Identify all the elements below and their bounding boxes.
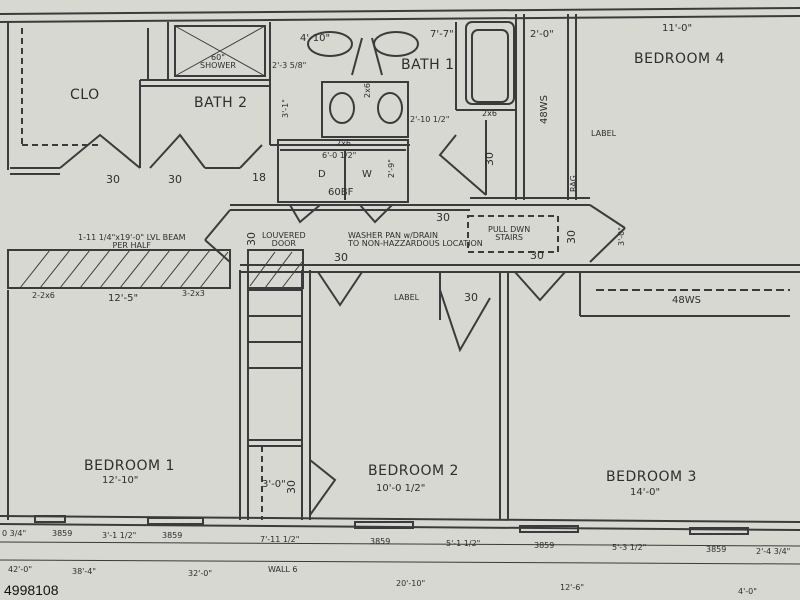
room-label-bath1: BATH 1: [401, 57, 455, 73]
dim-3-1: 3'-1": [281, 99, 290, 118]
dim-3-2x3: 3-2x3: [182, 289, 205, 298]
bottom-dim: 3859: [52, 529, 73, 538]
room-label-clo: CLO: [70, 87, 100, 103]
dim-2x6-c: 2x6: [363, 83, 372, 98]
louvered-door-label: LOUVERED DOOR: [262, 231, 306, 248]
washer-w-label: W: [362, 169, 372, 180]
dim-2x6-b: 2x6: [482, 109, 497, 118]
overall-dim: 32'-0": [188, 569, 213, 578]
door-width: 30: [565, 230, 578, 244]
room-label-bedroom4: BEDROOM 4: [634, 51, 725, 67]
bottom-dim: 3859: [706, 545, 727, 554]
dim-2-0: 2'-0": [530, 29, 554, 40]
bottom-dim: 7'-11 1/2": [260, 535, 300, 544]
dim-7-7: 7'-7": [430, 29, 454, 40]
overall-dim: 12'-6": [560, 583, 585, 592]
bottom-dim: 3859: [162, 531, 183, 540]
door-width: 30: [334, 251, 348, 264]
washer-pan-note: WASHER PAN w/DRAIN TO NON-HAZZARDOUS LOC…: [348, 231, 483, 248]
bottom-dim: 5'-1 1/2": [446, 539, 481, 548]
shower-label: 60" SHOWER: [200, 53, 236, 70]
dim-12-5: 12'-5": [108, 293, 139, 304]
room-label-bedroom1: BEDROOM 1: [84, 458, 175, 474]
top-wall: [0, 7, 800, 15]
bottom-dim: 3859: [370, 537, 391, 546]
bottom-dim: 3'-1 1/2": [102, 531, 137, 540]
overall-dim: 42'-0": [8, 565, 33, 574]
ws-label-b: 48WS: [539, 95, 550, 124]
dim-3-0-a: 3'-0": [617, 227, 626, 246]
door-width: 18: [252, 171, 266, 184]
door-width: 30: [168, 173, 182, 186]
overall-dim: 38'-4": [72, 567, 97, 576]
dim-3-0-b: 3'-0": [262, 479, 286, 490]
rag-label: RAG: [569, 175, 578, 192]
room-label-bedroom2: BEDROOM 2: [368, 463, 459, 479]
label-tag-b: LABEL: [394, 293, 420, 302]
label-tag-a: LABEL: [591, 129, 617, 138]
dim-bedroom1: 12'-10": [102, 475, 139, 486]
bottom-dim: 0 3/4": [2, 529, 27, 538]
door-width: 30: [530, 249, 544, 262]
door-width: 30: [436, 211, 450, 224]
door-width: 30: [285, 480, 298, 494]
ws-label-a: 48WS: [672, 295, 701, 306]
door-width: 30: [483, 152, 496, 166]
bottom-dim: 2'-4 3/4": [756, 547, 791, 556]
listing-id: 4998108: [4, 582, 59, 598]
door-width: 30: [106, 173, 120, 186]
dim-4-10: 4'-10": [300, 33, 331, 44]
dim-2x6-a: 2x6: [336, 139, 351, 148]
overall-dim: WALL 6: [268, 565, 298, 574]
room-label-bath2: BATH 2: [194, 95, 248, 111]
room-label-bedroom3: BEDROOM 3: [606, 469, 697, 485]
washer-d-label: D: [318, 169, 326, 180]
dim-11-0: 11'-0": [662, 23, 693, 34]
dim-2-10-12: 2'-10 1/2": [410, 115, 450, 124]
door-width: 30: [245, 232, 258, 246]
beam-note: 1-11 1/4"x19'-0" LVL BEAM PER HALF: [78, 233, 186, 250]
bottom-dim: 3859: [534, 541, 555, 550]
dim-2-9: 2'-9": [387, 159, 396, 178]
bf-label: 60BF: [328, 187, 354, 198]
dim-2-2x6: 2-2x6: [32, 291, 55, 300]
dim-bedroom2: 10'-0 1/2": [376, 483, 426, 494]
door-width: 30: [464, 291, 478, 304]
overall-dim: 20'-10": [396, 579, 426, 588]
dim-6-0-12: 6'-0 1/2": [322, 151, 357, 160]
dim-bedroom3: 14'-0": [630, 487, 661, 498]
bottom-dim: 5'-3 1/2": [612, 543, 647, 552]
dim-2-3-58: 2'-3 5/8": [272, 61, 307, 70]
overall-dim: 4'-0": [738, 587, 757, 596]
pull-down-stairs-label: PULL DWN STAIRS: [488, 225, 531, 242]
